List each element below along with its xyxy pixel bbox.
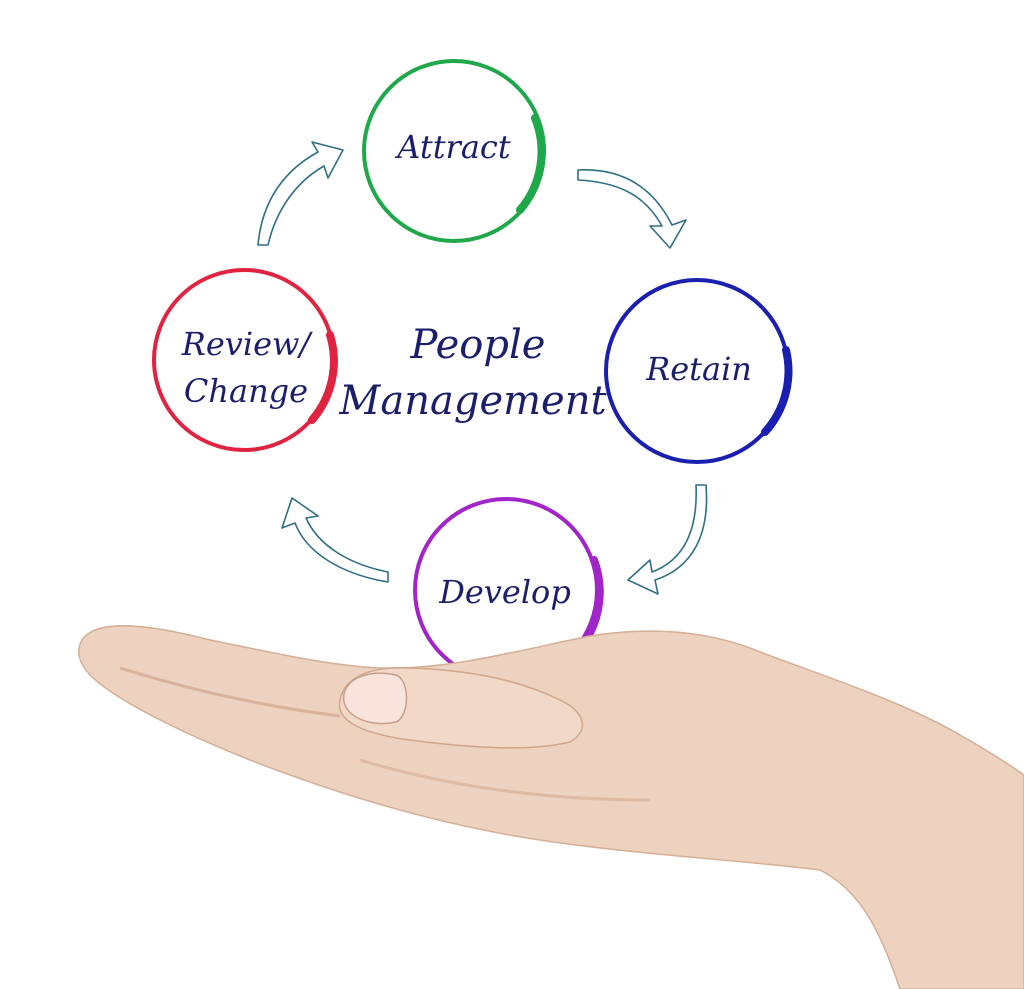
retain-ring-accent xyxy=(761,346,793,436)
arrow-retain-to-develop xyxy=(627,484,708,595)
retain-label: Retain xyxy=(645,350,752,388)
attract-ring-accent xyxy=(516,114,546,214)
center-title-line1: People xyxy=(410,322,546,368)
arrow-review-to-attract xyxy=(257,141,344,246)
hand-finger-crease xyxy=(119,666,341,718)
retain-circle xyxy=(604,278,793,464)
review-label-line2: Change xyxy=(184,372,308,410)
attract-circle xyxy=(362,59,546,243)
hand-palm xyxy=(77,625,1024,989)
develop-ring-accent xyxy=(582,556,604,644)
open-hand-image xyxy=(77,625,1024,989)
develop-label: Develop xyxy=(438,573,571,611)
center-title-line2: Management xyxy=(338,378,607,424)
review-label-line1: Review/ xyxy=(181,325,314,363)
arrow-develop-to-review xyxy=(281,497,389,583)
hand-palm-crease xyxy=(359,758,651,802)
review-ring-accent xyxy=(308,331,338,424)
thumbnail xyxy=(343,672,408,725)
arrow-attract-to-retain xyxy=(577,169,687,249)
review-circle xyxy=(152,268,338,452)
attract-label: Attract xyxy=(394,128,511,166)
